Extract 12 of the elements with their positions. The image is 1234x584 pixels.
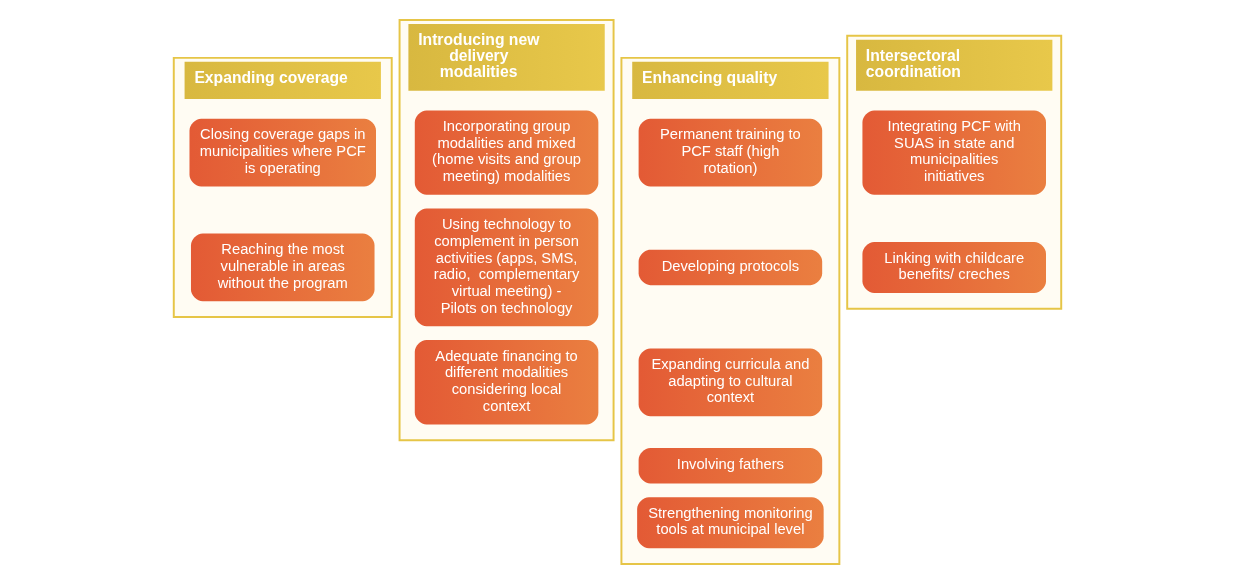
node-box: Expanding curricula and adapting to cultural context <box>638 348 822 417</box>
node-box: Incorporating group modalities and mixed (home visits and group meeting) modalities <box>414 110 598 195</box>
node-box: Linking with childcare benefits/ creches <box>861 241 1046 293</box>
node-box: Permanent training to PCF staff (high rotation) <box>638 118 822 187</box>
node-box: Reaching the most vulnerable in areas without the program <box>190 233 375 302</box>
node-box: Integrating PCF with SUAS in state and municipalities initiatives <box>861 110 1046 195</box>
node-box: Developing protocols <box>638 249 822 286</box>
node-box: Using technology to complement in person activities (apps, SMS, radio, complementary virtual meeting) - Pilots on technology <box>414 208 598 327</box>
node-box: Strengthening monitoring tools at municipal level <box>636 497 824 549</box>
node-box: Adequate financing to different modalities considering local context <box>414 340 598 425</box>
node-box: Closing coverage gaps in municipalities where PCF is operating <box>189 118 376 187</box>
node-box: Involving fathers <box>638 448 822 484</box>
